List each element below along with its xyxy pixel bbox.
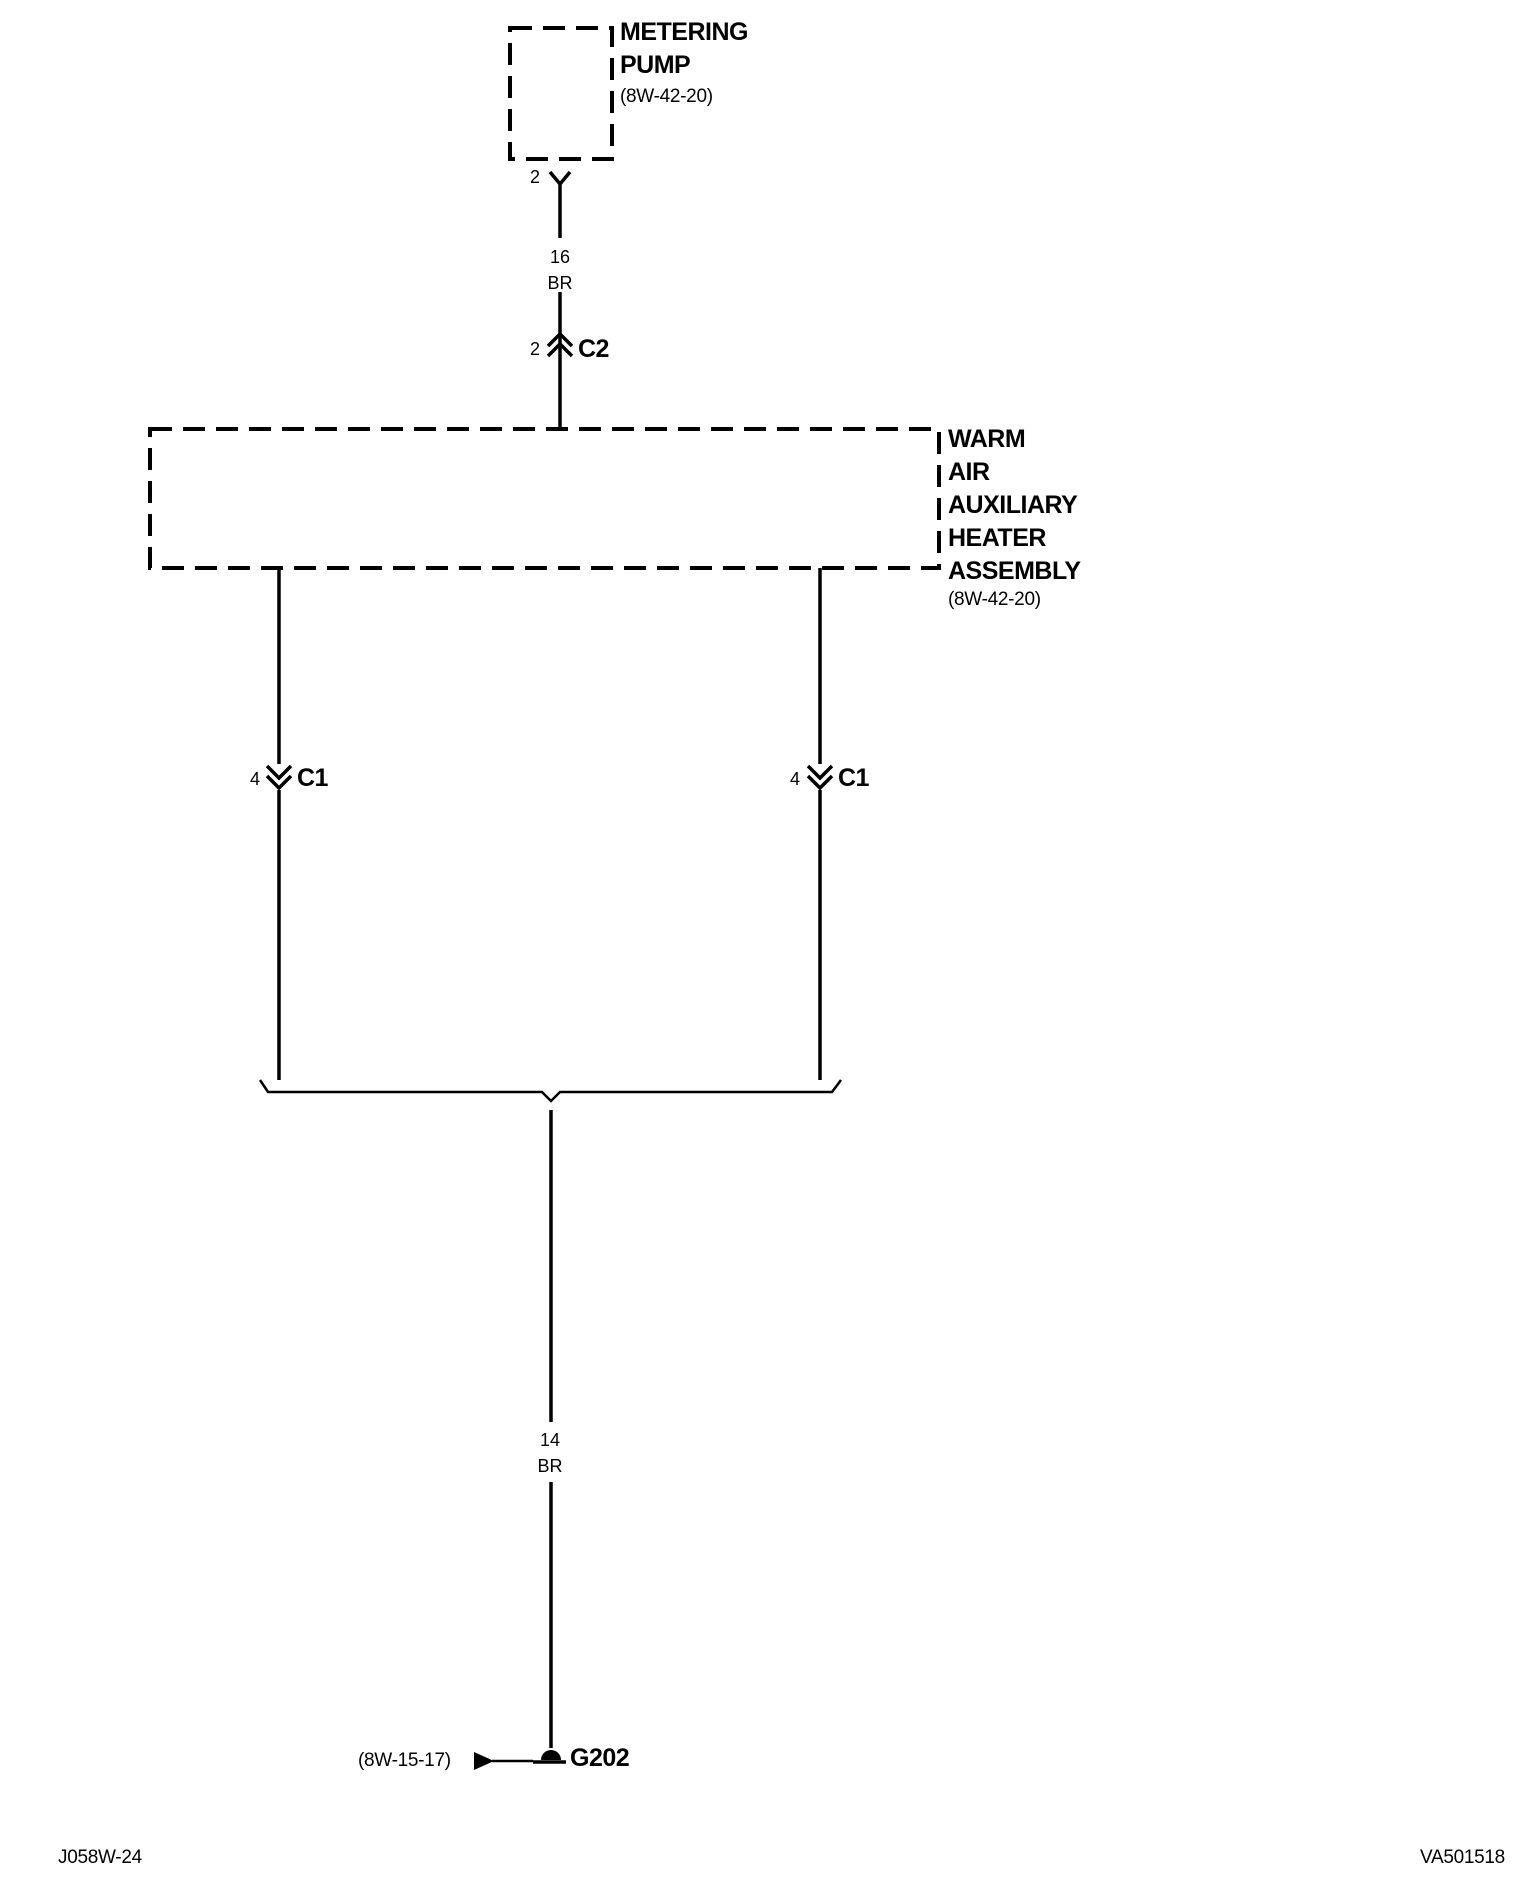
metering-pump-ref: (8W-42-20) [620,86,713,107]
ground-ref: (8W-15-17) [358,1750,451,1771]
heater-name-line-5: ASSEMBLY [948,557,1081,585]
c1-left-label: C1 [297,764,328,792]
c1-right-pin: 4 [790,769,801,789]
ground-label: G202 [570,1744,630,1772]
wire-upper-label: 16 BR [535,244,585,296]
c2-pin: 2 [530,339,541,359]
heater-assembly-box [148,427,941,570]
wire-lower-gauge: 14 [539,1430,561,1450]
metering-pump-terminal [548,170,572,187]
metering-pump-pin: 2 [530,167,541,187]
heater-name-line-2: AIR [948,458,990,486]
ground-symbol [533,1750,566,1764]
wire-lower-label: 14 BR [525,1427,575,1479]
metering-pump-box [508,26,614,161]
footer-right-code: VA501518 [1420,1847,1505,1868]
heater-name-line-3: AUXILIARY [948,491,1078,519]
wire-upper-color: BR [547,273,573,293]
splice-brace [258,1079,842,1103]
wire-lower-color: BR [537,1456,563,1476]
heater-assembly-ref: (8W-42-20) [948,589,1041,610]
c1-right-connector-symbol [806,764,834,791]
heater-name-line-4: HEATER [948,524,1046,552]
c1-left-connector-symbol [265,764,293,791]
footer-left-code: J058W-24 [58,1847,142,1868]
ground-ref-arrow [474,1752,533,1770]
c1-left-pin: 4 [250,769,261,789]
wire-upper-gauge: 16 [549,247,571,267]
heater-assembly-name: WARM AIR AUXILIARY HEATER ASSEMBLY [948,423,1081,588]
metering-pump-name-line-2: PUMP [620,51,691,79]
metering-pump-name: METERING PUMP [620,16,748,82]
metering-pump-name-line-1: METERING [620,18,748,46]
c2-label: C2 [578,335,609,363]
c1-right-label: C1 [838,764,869,792]
c2-connector-symbol [546,331,574,358]
heater-name-line-1: WARM [948,425,1026,453]
